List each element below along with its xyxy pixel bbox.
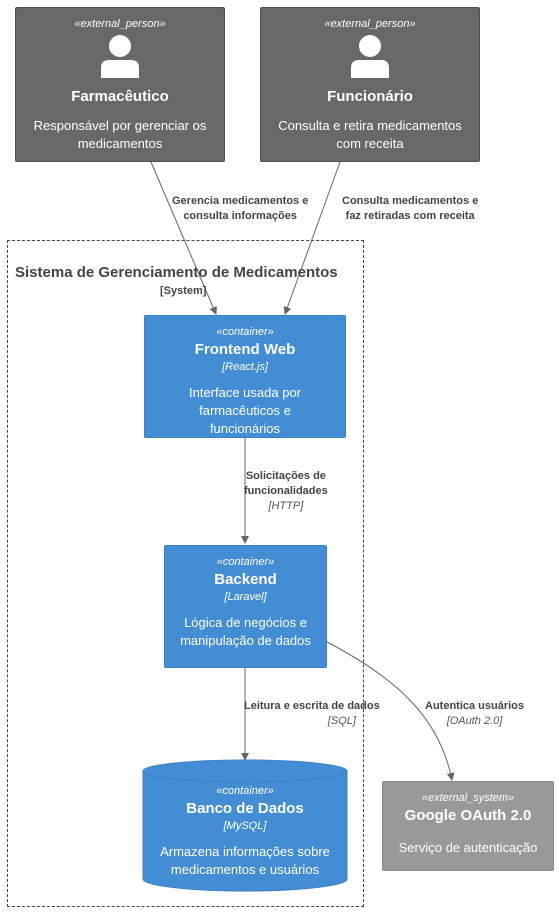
relation-line1: Solicitações de [245,470,326,482]
container-description: Lógica de negócios e manipulação de dado… [180,615,311,648]
system-boundary [7,240,364,907]
container-banco-de-dados: «container» Banco de Dados [MySQL] Armaz… [142,759,348,893]
relation-label-frontend-backend: Solicitações de funcionalidades [HTTP] [244,469,328,514]
container-stereotype: «container» [216,326,274,338]
container-tech: [React.js] [222,361,268,373]
person-name: Farmacêutico [71,88,169,105]
container-tech: [MySQL] [223,820,267,832]
relation-line1: Consulta medicamentos e [342,195,479,207]
edge-funcionario-frontend [283,161,341,315]
person-name: Funcionário [327,88,413,105]
person-funcionario: «external_person» Funcionário Consulta e… [260,7,480,162]
relation-label-backend-database: Leitura e escrita de dados [SQL] [244,699,380,729]
relation-line2: funcionalidades [244,485,328,497]
person-icon [101,35,139,78]
external-system-google-oauth: «external_system» Google OAuth 2.0 Servi… [382,781,554,871]
relation-label-farmaceutico: Gerencia medicamentos e consulta informa… [172,194,308,224]
container-frontend-web: «container» Frontend Web [React.js] Inte… [144,315,346,438]
relation-line1: Leitura e escrita de dados [244,700,380,712]
external-system-stereotype: «external_system» [421,792,515,804]
edge-farmaceutico-frontend [150,161,217,315]
person-icon [351,35,389,78]
container-name: Frontend Web [194,341,296,358]
relation-line2: consulta informações [183,210,298,222]
container-name: Banco de Dados [186,800,304,817]
relation-tech: [HTTP] [268,500,304,512]
relation-line2: faz retiradas com receita [345,210,475,222]
relation-line1: Autentica usuários [425,700,525,712]
external-system-description: Serviço de autenticação [398,840,538,855]
person-stereotype: «external_person» [74,18,166,30]
edge-backend-oauth [326,641,455,781]
boundary-type: [System] [160,285,207,297]
relation-label-funcionario: Consulta medicamentos e faz retiradas co… [342,194,478,224]
relation-label-backend-oauth: Autentica usuários [OAuth 2.0] [425,699,524,729]
container-description: Interface usada por farmacêuticos e func… [188,385,302,436]
person-stereotype: «external_person» [324,18,416,30]
boundary-title: Sistema de Gerenciamento de Medicamentos [15,264,338,281]
external-system-name: Google OAuth 2.0 [404,807,532,824]
container-stereotype: «container» [216,556,275,568]
database-cylinder-shape [142,759,348,892]
container-backend: «container» Backend [Laravel] Lógica de … [164,545,327,668]
container-name: Backend [214,571,277,588]
person-description: Consulta e retira medicamentos com recei… [278,118,462,151]
container-tech: [Laravel] [224,591,267,603]
container-description: Armazena informações sobre medicamentos … [160,844,330,877]
relation-tech: [OAuth 2.0] [446,715,503,727]
container-stereotype: «container» [216,785,274,797]
relation-line1: Gerencia medicamentos e [172,195,309,207]
relation-tech: [SQL] [327,715,356,727]
person-farmaceutico: «external_person» Farmacêutico Responsáv… [15,7,225,162]
person-description: Responsável por gerenciar os medicamento… [33,118,207,151]
